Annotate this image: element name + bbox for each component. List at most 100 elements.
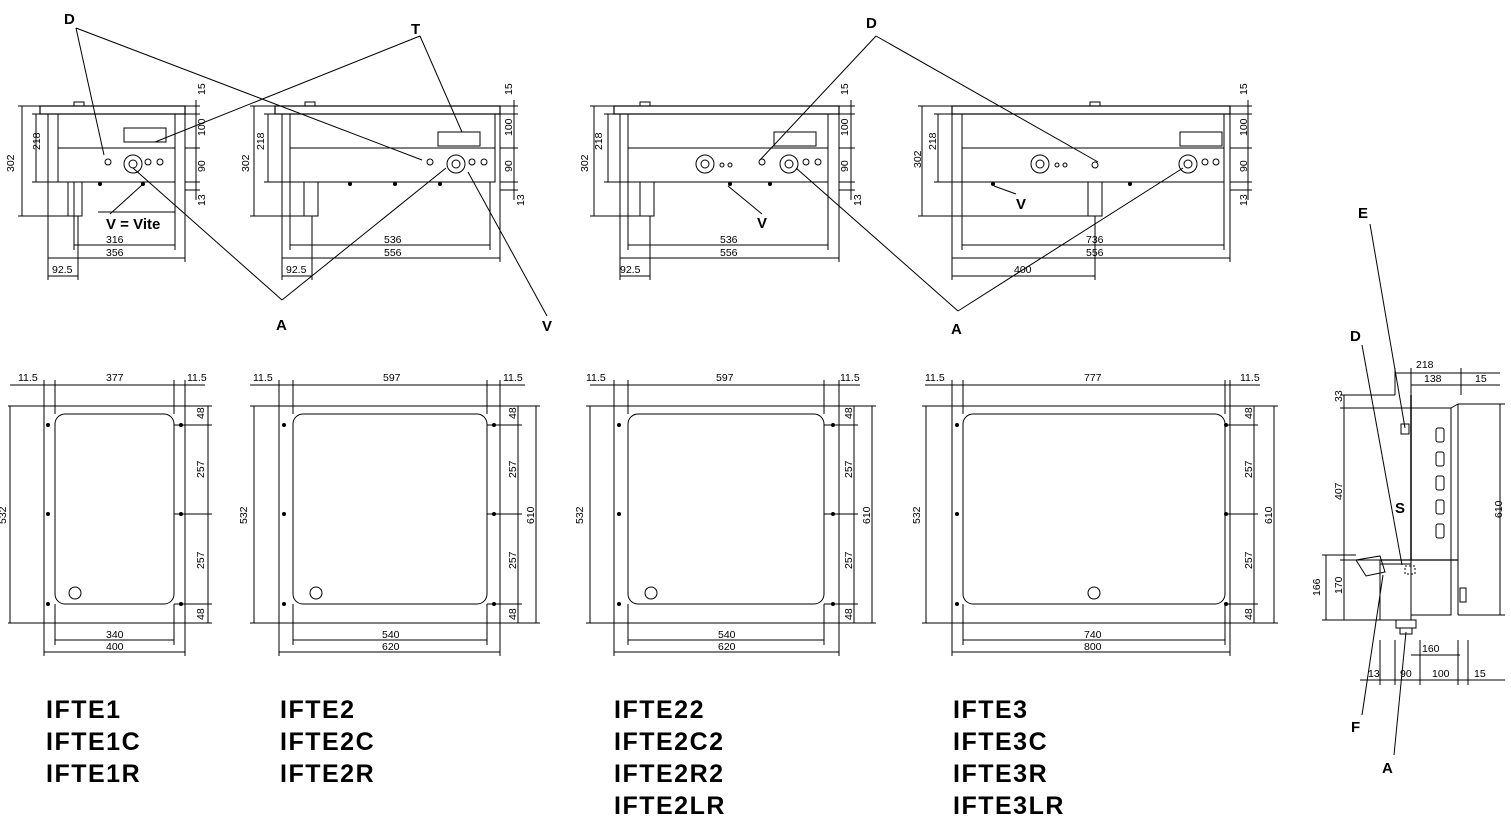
front3-width-556: 556 [720, 247, 738, 259]
plan3-dim-48-bottom: 48 [843, 608, 855, 620]
front4-dim-15: 15 [1238, 83, 1250, 95]
front1-width-356: 356 [106, 247, 124, 259]
front1-width-316: 316 [106, 234, 124, 246]
plan4-inner-740: 740 [1084, 629, 1102, 641]
plan3-dim-48-top: 48 [843, 407, 855, 419]
model-name: IFTE2C [280, 728, 376, 756]
front2-dim-15: 15 [503, 83, 515, 95]
plan3-top-597: 597 [716, 372, 734, 384]
front2-height-302: 302 [240, 154, 252, 172]
models-group-4: IFTE3 IFTE3C IFTE3R IFTE3LR [953, 694, 1065, 822]
models-group-2: IFTE2 IFTE2C IFTE2R [280, 694, 375, 790]
plan4-edge-left: 11.5 [925, 372, 945, 384]
plan4-depth-610: 610 [1263, 506, 1275, 524]
front2-height-218: 218 [255, 132, 267, 150]
plan1-top-377: 377 [106, 372, 124, 384]
callout-d-left: D [64, 11, 75, 28]
front4-height-218: 218 [927, 132, 939, 150]
callout-v-front3: V [757, 215, 767, 232]
front-view-2 [250, 100, 518, 280]
side-height-610: 610 [1493, 500, 1505, 518]
plan1-outer-400: 400 [106, 641, 124, 653]
front-view-4 [918, 100, 1252, 280]
plan3-depth-610: 610 [861, 506, 873, 524]
side-height-33: 33 [1333, 390, 1345, 402]
side-width-138: 138 [1424, 373, 1442, 385]
plan1-edge-left: 11.5 [18, 372, 38, 384]
front3-width-536: 536 [720, 234, 738, 246]
front2-width-536: 536 [384, 234, 402, 246]
side-bottom-15: 15 [1474, 668, 1486, 680]
plan2-depth-610: 610 [525, 506, 537, 524]
model-name: IFTE3C [953, 728, 1049, 756]
callout-v-front4: V [1016, 196, 1026, 213]
front3-height-218: 218 [593, 132, 605, 150]
side-width-218: 218 [1416, 359, 1434, 371]
plan2-inner-540: 540 [382, 629, 400, 641]
plan4-dim-48-bottom: 48 [1243, 608, 1255, 620]
front3-offset-92-5: 92.5 [620, 264, 641, 276]
plan-view-1 [8, 380, 212, 656]
side-height-170: 170 [1333, 576, 1345, 594]
callout-e: E [1358, 205, 1368, 222]
front1-dim-90: 90 [196, 160, 208, 172]
plan4-top-777: 777 [1084, 372, 1102, 384]
plan2-dim-257-a: 257 [507, 460, 519, 478]
models-group-1: IFTE1 IFTE1C IFTE1R [46, 694, 141, 790]
callout-d-side: D [1350, 328, 1361, 345]
plan3-edge-left: 11.5 [586, 372, 606, 384]
front2-dim-13: 13 [515, 194, 527, 206]
front1-dim-15: 15 [196, 83, 208, 95]
plan3-dim-257-a: 257 [843, 460, 855, 478]
front-view-3 [590, 100, 855, 280]
front2-dim-90: 90 [503, 160, 515, 172]
front2-offset-92-5: 92.5 [286, 264, 307, 276]
plan3-outer-620: 620 [718, 641, 736, 653]
model-name: IFTE1C [46, 728, 142, 756]
plan2-top-597: 597 [383, 372, 401, 384]
plan1-inner-340: 340 [106, 629, 124, 641]
plan4-dim-48-top: 48 [1243, 407, 1255, 419]
callout-a-right: A [951, 321, 962, 338]
plan2-edge-left: 11.5 [253, 372, 273, 384]
plan4-outer-800: 800 [1084, 641, 1102, 653]
plan3-height-532: 532 [574, 506, 586, 524]
plan3-dim-257-b: 257 [843, 551, 855, 569]
front1-dim-100: 100 [196, 118, 208, 136]
side-bottom-90: 90 [1400, 668, 1412, 680]
model-name: IFTE3 [953, 696, 1029, 724]
callout-leaders [75, 27, 1184, 317]
side-height-166: 166 [1311, 578, 1323, 596]
model-name: IFTE3R [953, 760, 1049, 788]
callout-a-left: A [276, 317, 287, 334]
plan2-outer-620: 620 [382, 641, 400, 653]
front3-dim-15: 15 [839, 83, 851, 95]
front-view-1 [18, 100, 200, 280]
model-name: IFTE2R2 [614, 760, 725, 788]
model-name: IFTE2C2 [614, 728, 725, 756]
plan4-edge-right: 11.5 [1240, 372, 1260, 384]
side-height-407: 407 [1333, 482, 1345, 500]
front4-width-736: 736 [1086, 234, 1104, 246]
plan1-dim-48-top: 48 [195, 407, 207, 419]
front3-dim-90: 90 [839, 160, 851, 172]
plan1-edge-right: 11.5 [187, 372, 207, 384]
model-name: IFTE1R [46, 760, 142, 788]
callout-v-right: V [542, 318, 552, 335]
plan2-dim-257-b: 257 [507, 551, 519, 569]
front1-height-302: 302 [5, 154, 17, 172]
model-name: IFTE3LR [953, 792, 1065, 820]
front4-dim-100: 100 [1238, 118, 1250, 136]
front3-dim-13: 13 [852, 194, 864, 206]
models-group-3: IFTE22 IFTE2C2 IFTE2R2 IFTE2LR [614, 694, 726, 822]
plan1-height-532: 532 [0, 506, 9, 524]
plan-view-4 [922, 380, 1278, 656]
label-v-vite: V = Vite [106, 216, 160, 233]
model-name: IFTE2LR [614, 792, 726, 820]
callout-s: S [1395, 500, 1405, 517]
side-bottom-13: 13 [1368, 668, 1380, 680]
front3-dim-100: 100 [839, 118, 851, 136]
plan3-edge-right: 11.5 [840, 372, 860, 384]
callout-t: T [411, 21, 420, 38]
